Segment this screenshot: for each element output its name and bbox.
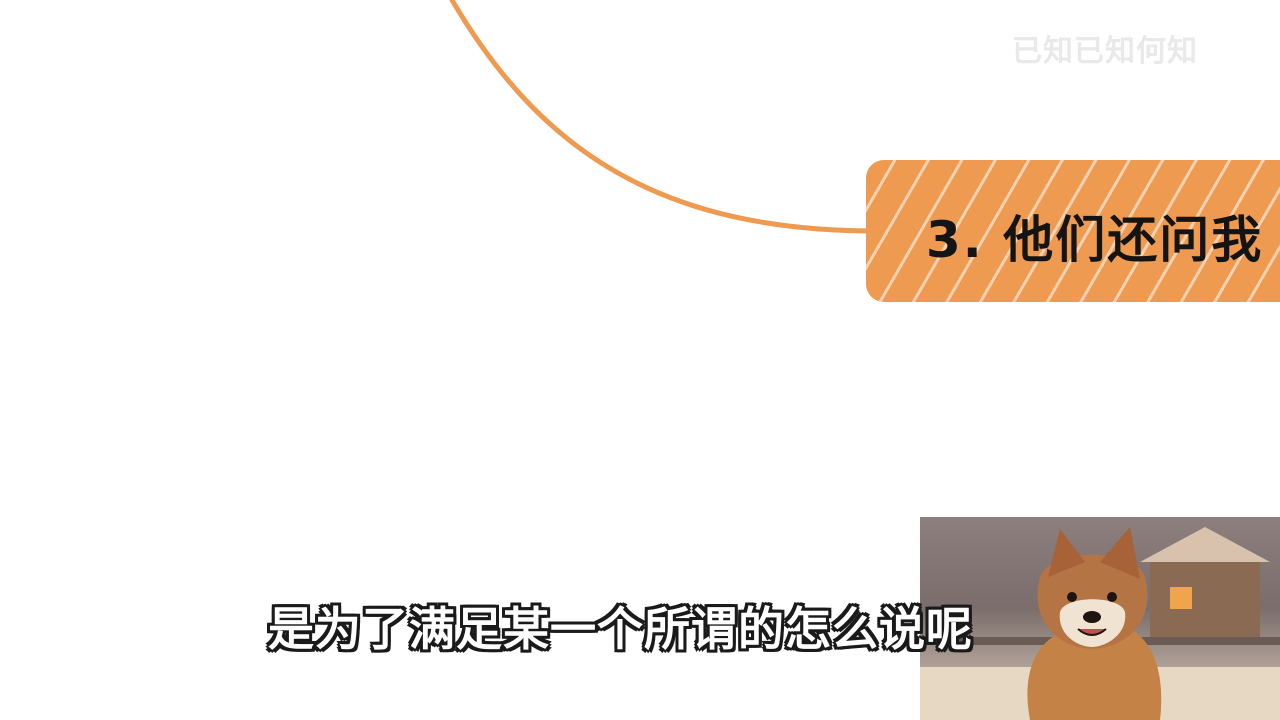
dog-eye-left: [1067, 592, 1077, 602]
cabin-roof: [1140, 527, 1270, 562]
presenter-image: [920, 517, 1280, 720]
connector-curve: [449, 0, 883, 234]
dog-eye-right: [1107, 592, 1117, 602]
dog-nose: [1083, 611, 1101, 623]
mindmap-node: 3. 他们还问我: [866, 160, 1280, 302]
cabin-window: [1170, 587, 1192, 609]
dog-ear-left: [1048, 529, 1085, 577]
dog-mouth: [1077, 628, 1107, 636]
shiba-inu-dog-icon: [920, 527, 1280, 720]
cabin: [1150, 557, 1260, 637]
dog-body: [1027, 629, 1162, 720]
subtitle-caption: 是为了满足某一个所谓的怎么说呢: [268, 602, 973, 656]
dog-muzzle: [1059, 599, 1126, 647]
dog-ear-right: [1100, 527, 1140, 579]
watermark: 已知已知何知: [1012, 34, 1198, 66]
hatch-texture: [866, 160, 1280, 302]
mindmap-node-label: 3. 他们还问我: [926, 211, 1264, 269]
